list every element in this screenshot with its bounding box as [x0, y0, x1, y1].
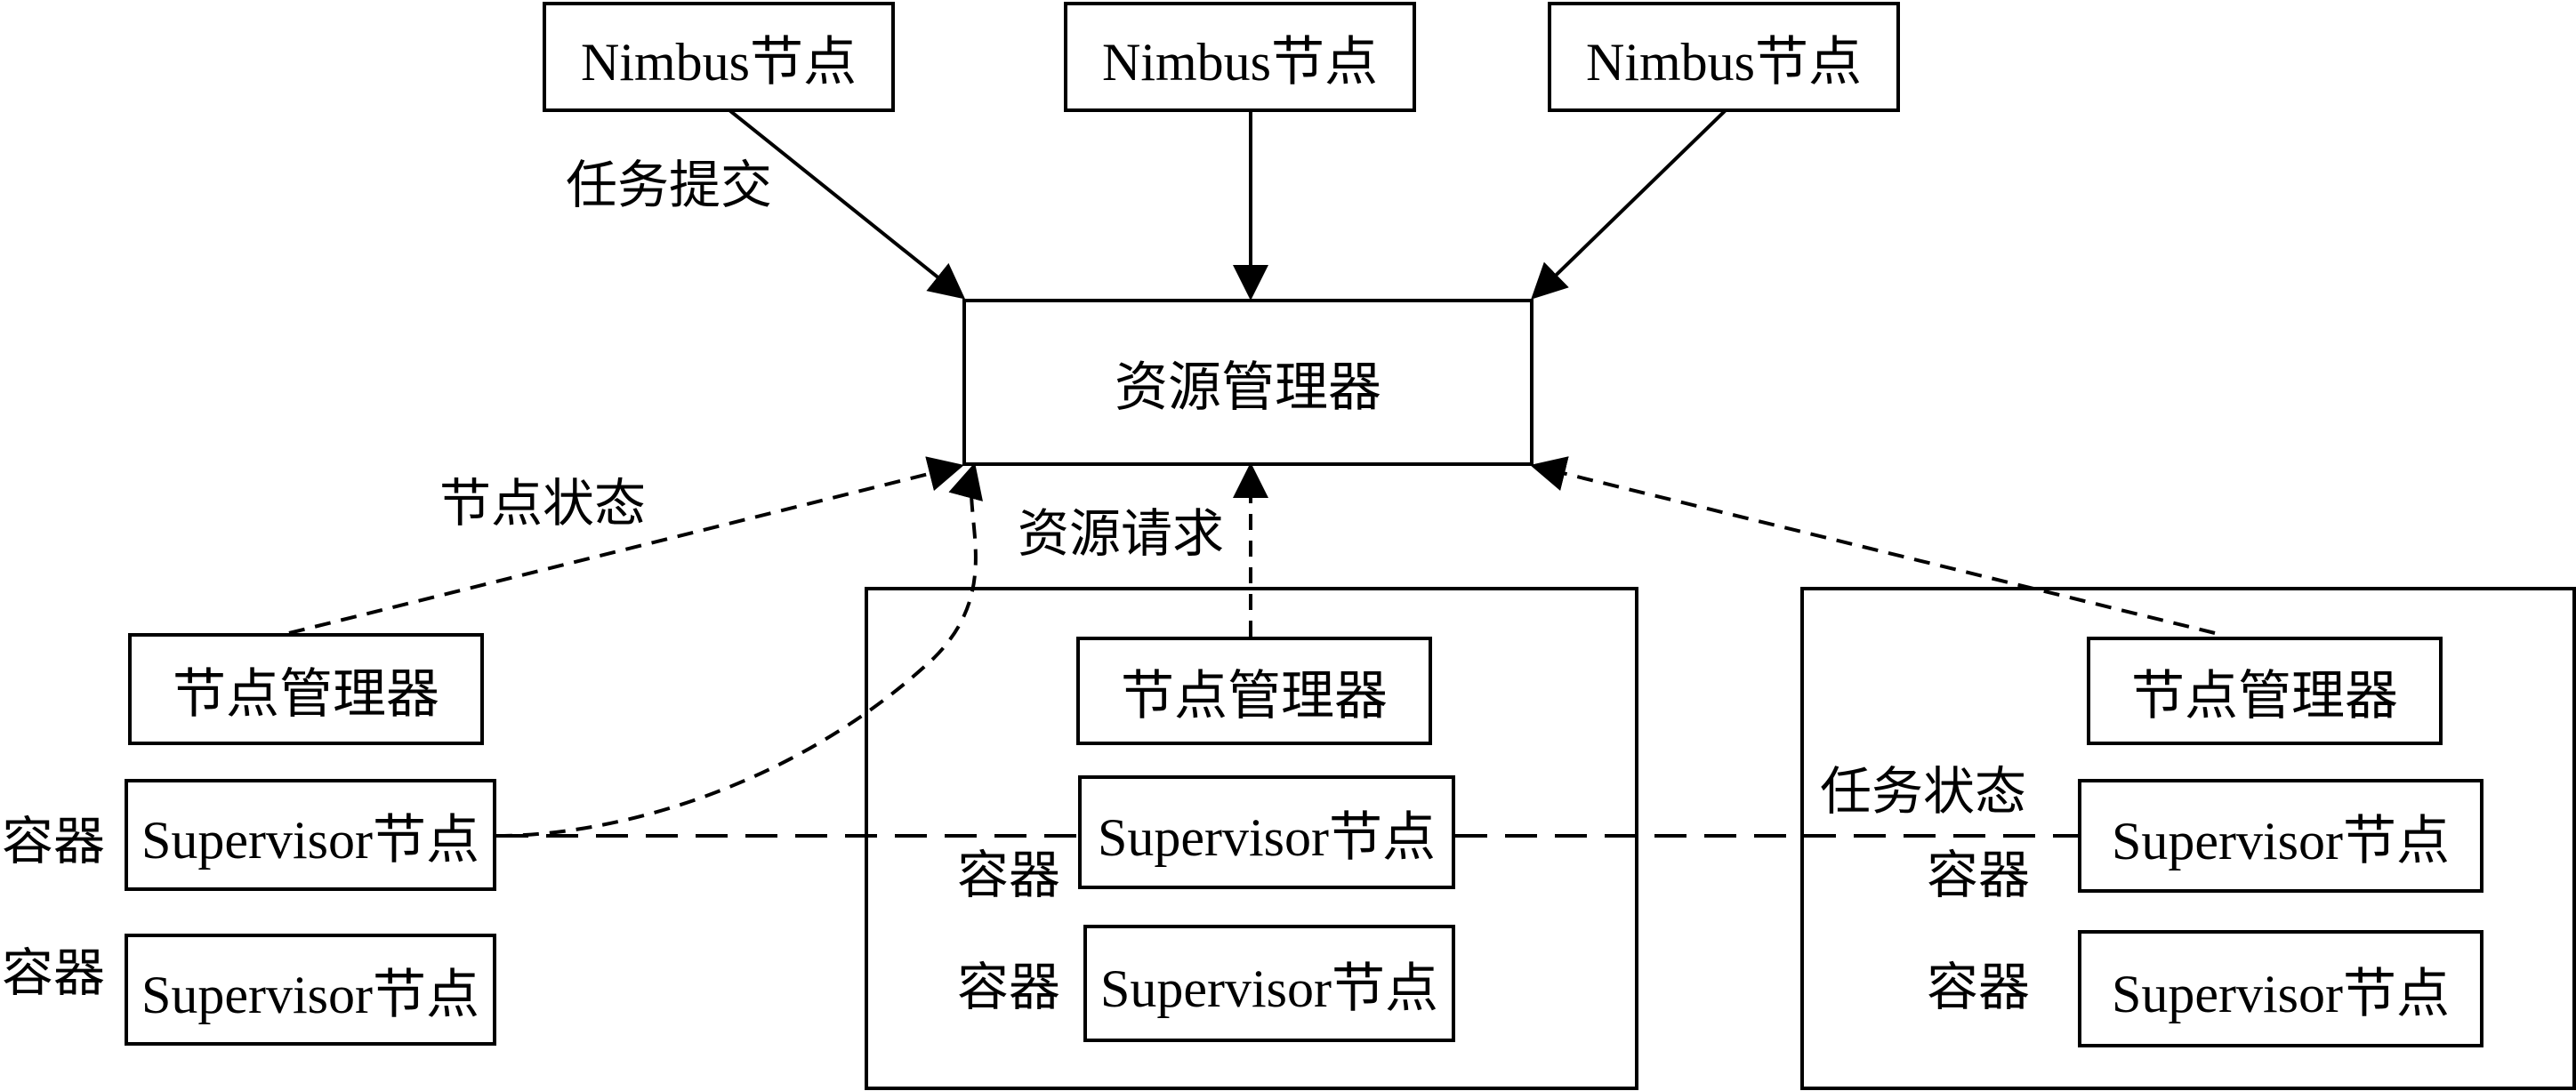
nimbus-node-2: Nimbus节点 [1064, 2, 1416, 112]
supervisor-2b: Supervisor节点 [1083, 925, 1455, 1042]
node-manager-1: 节点管理器 [128, 633, 484, 745]
arrow-nimbus1-to-rm [728, 108, 966, 300]
resource-manager: 资源管理器 [962, 299, 1534, 466]
container-label-2b: 容器 [957, 959, 1061, 1016]
node-manager-1-label: 节点管理器 [173, 664, 439, 724]
arrow-nodestatus-left [288, 456, 964, 635]
supervisor-1a: Supervisor节点 [125, 779, 496, 891]
container-label-1a: 容器 [2, 813, 106, 870]
label-resource-request: 资源请求 [1018, 505, 1225, 563]
supervisor-3b-label: Supervisor节点 [2112, 964, 2450, 1023]
arrow-nimbus3-to-rm [1531, 108, 1727, 300]
resource-manager-label: 资源管理器 [1115, 357, 1381, 417]
node-manager-3: 节点管理器 [2087, 637, 2443, 745]
container-label-2a: 容器 [957, 846, 1061, 904]
supervisor-2a: Supervisor节点 [1078, 775, 1455, 889]
nimbus-node-1: Nimbus节点 [543, 2, 895, 112]
node-manager-2: 节点管理器 [1076, 637, 1432, 745]
arrow-nodestatus-right [1530, 456, 2216, 635]
supervisor-1b: Supervisor节点 [125, 934, 496, 1046]
nimbus-node-1-label: Nimbus节点 [580, 32, 857, 92]
node-manager-2-label: 节点管理器 [1121, 666, 1388, 726]
supervisor-2a-label: Supervisor节点 [1098, 807, 1436, 867]
arrow-supervisor-to-rm [495, 462, 984, 838]
nimbus-node-3-label: Nimbus节点 [1585, 32, 1863, 92]
supervisor-3a: Supervisor节点 [2078, 779, 2483, 893]
label-node-status: 节点状态 [439, 475, 647, 533]
cluster-frame-3 [1800, 587, 2576, 1090]
nimbus-node-2-label: Nimbus节点 [1101, 32, 1379, 92]
supervisor-2b-label: Supervisor节点 [1100, 959, 1438, 1018]
nimbus-node-3: Nimbus节点 [1548, 2, 1900, 112]
node-manager-3-label: 节点管理器 [2131, 666, 2398, 726]
container-label-3a: 容器 [1927, 846, 2031, 904]
supervisor-3b: Supervisor节点 [2078, 930, 2483, 1047]
cluster-frame-2 [865, 587, 1638, 1090]
container-label-1b: 容器 [2, 944, 106, 1002]
supervisor-1a-label: Supervisor节点 [141, 810, 479, 870]
supervisor-1b-label: Supervisor节点 [141, 965, 479, 1024]
supervisor-3a-label: Supervisor节点 [2112, 811, 2450, 870]
label-task-status: 任务状态 [1820, 763, 2027, 821]
container-label-3b: 容器 [1927, 959, 2031, 1016]
label-task-submit: 任务提交 [566, 156, 773, 214]
